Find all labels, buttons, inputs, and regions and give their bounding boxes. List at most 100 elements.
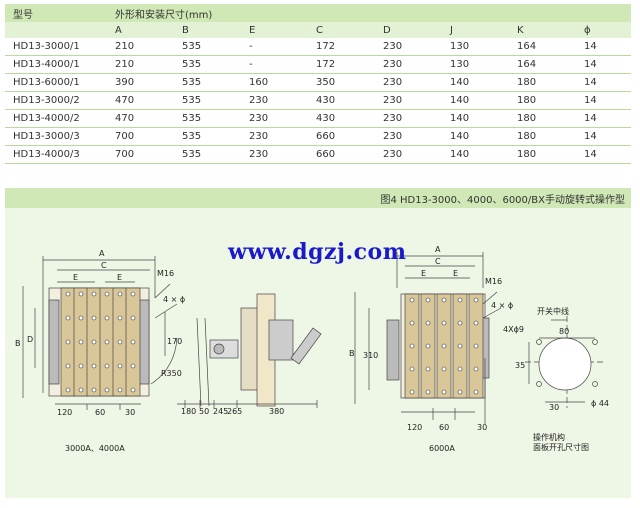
bolt-hole xyxy=(91,339,97,345)
label-a-left: A xyxy=(99,249,105,258)
bolt-hole xyxy=(117,387,123,393)
label-60-left: 60 xyxy=(95,408,105,417)
col-header-c: C xyxy=(312,22,379,38)
label-c-right: C xyxy=(435,257,441,266)
value-cell: 230 xyxy=(379,73,446,92)
value-cell: 130 xyxy=(446,38,513,56)
value-cell: 230 xyxy=(379,127,446,146)
value-cell: 140 xyxy=(446,127,513,146)
label-d-left: D xyxy=(27,335,33,344)
label-30-panel: 30 xyxy=(549,403,559,412)
col-header-a: A xyxy=(111,22,178,38)
technical-drawing: A C E E B D M16 4 × ϕ 170 R350 120 60 30… xyxy=(15,245,609,453)
bolt-hole xyxy=(65,387,71,393)
value-cell: 160 xyxy=(245,73,312,92)
caption-6000: 6000A xyxy=(429,444,455,453)
drawing-panel: A C E E B D M16 4 × ϕ 170 R350 120 60 30… xyxy=(5,208,631,498)
value-cell: 14 xyxy=(580,91,631,110)
value-cell: 230 xyxy=(379,38,446,56)
bolt-hole xyxy=(425,343,431,349)
bolt-hole xyxy=(473,366,479,372)
value-cell: 14 xyxy=(580,55,631,74)
bolt-hole xyxy=(409,389,415,395)
value-cell: 130 xyxy=(446,55,513,74)
value-cell: 180 xyxy=(513,91,580,110)
value-cell: 230 xyxy=(379,109,446,128)
label-e-right-1: E xyxy=(421,269,426,278)
value-cell: 535 xyxy=(178,38,245,56)
bolt-hole xyxy=(473,297,479,303)
label-180: 180 xyxy=(181,407,196,416)
label-r350: R350 xyxy=(161,369,182,378)
figure-title-bar: 图4 HD13-3000、4000、6000/BX手动旋转式操作型 xyxy=(5,188,631,208)
value-cell: 470 xyxy=(111,91,178,110)
value-cell: 210 xyxy=(111,38,178,56)
col-header-e: E xyxy=(245,22,312,38)
bolt-hole xyxy=(78,363,84,369)
col-header-k: K xyxy=(513,22,580,38)
dimension-group-header: 外形和安装尺寸(mm) xyxy=(111,4,631,22)
bolt-hole xyxy=(65,315,71,321)
column-header-row: A B E C D J K ϕ xyxy=(5,22,631,38)
figure-title: 图4 HD13-3000、4000、6000/BX手动旋转式操作型 xyxy=(380,195,625,206)
bolt-hole xyxy=(78,387,84,393)
model-cell: HD13-3000/3 xyxy=(5,127,111,146)
bolt-hole xyxy=(409,297,415,303)
bolt-hole xyxy=(425,297,431,303)
value-cell: 230 xyxy=(245,127,312,146)
label-c-left: C xyxy=(101,261,107,270)
label-30-left: 30 xyxy=(125,408,135,417)
watermark: www.dgzj.com xyxy=(228,239,407,265)
value-cell: 172 xyxy=(312,55,379,74)
bolt-hole xyxy=(91,315,97,321)
value-cell: 350 xyxy=(312,73,379,92)
value-cell: 230 xyxy=(245,145,312,164)
label-4phi9: 4Xϕ9 xyxy=(503,325,524,334)
value-cell: 180 xyxy=(513,109,580,128)
bolt-hole xyxy=(473,389,479,395)
label-hole-right: 4 × ϕ xyxy=(491,301,513,310)
value-cell: 700 xyxy=(111,145,178,164)
value-cell: 230 xyxy=(379,145,446,164)
label-e-left-1: E xyxy=(73,273,78,282)
label-a-right: A xyxy=(435,245,441,254)
bolt-hole xyxy=(409,366,415,372)
value-cell: - xyxy=(245,55,312,74)
label-35: 35 xyxy=(515,361,525,370)
bolt-hole xyxy=(104,363,110,369)
label-m16-left: M16 xyxy=(157,269,174,278)
label-170: 170 xyxy=(167,337,182,346)
label-b-left: B xyxy=(15,339,21,348)
label-e-left-2: E xyxy=(117,273,122,282)
value-cell: 140 xyxy=(446,145,513,164)
value-cell: 14 xyxy=(580,127,631,146)
bolt-hole xyxy=(473,343,479,349)
value-cell: 140 xyxy=(446,109,513,128)
bolt-hole xyxy=(65,291,71,297)
value-cell: 230 xyxy=(245,91,312,110)
value-cell: 660 xyxy=(312,127,379,146)
bolt-hole xyxy=(130,363,136,369)
label-265: 265 xyxy=(227,407,242,416)
value-cell: 430 xyxy=(312,91,379,110)
panel-caption-1: 操作机构 xyxy=(533,432,565,442)
bolt-hole xyxy=(425,366,431,372)
value-cell: 535 xyxy=(178,109,245,128)
value-cell: 164 xyxy=(513,38,580,56)
bolt-hole xyxy=(457,343,463,349)
table-header-row: 型号 外形和安装尺寸(mm) xyxy=(5,4,631,22)
label-310: 310 xyxy=(363,351,378,360)
bolt-hole xyxy=(91,291,97,297)
bolt-hole xyxy=(457,389,463,395)
bolt-hole xyxy=(441,297,447,303)
bolt-hole xyxy=(441,389,447,395)
value-cell: 180 xyxy=(513,145,580,164)
bolt-hole xyxy=(409,343,415,349)
value-cell: 230 xyxy=(379,91,446,110)
value-cell: 180 xyxy=(513,127,580,146)
value-cell: 14 xyxy=(580,38,631,56)
bolt-hole xyxy=(117,291,123,297)
